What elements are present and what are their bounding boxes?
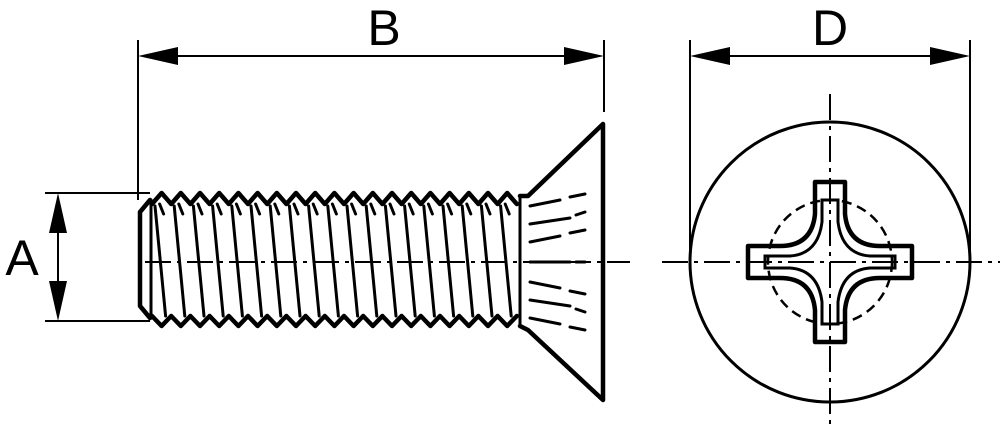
recess-hidden-dash [568, 228, 587, 235]
dimension-a-label: A [5, 230, 39, 286]
dimension-a-arrow-top [49, 193, 67, 233]
cross-recess-outline [745, 179, 915, 345]
dimension-a-arrow-bottom [49, 281, 67, 321]
countersunk-head-outline [517, 121, 606, 403]
thread-bottom-profile [149, 313, 520, 329]
recess-hidden-dash [528, 298, 572, 308]
recess-hidden-dash [528, 216, 572, 226]
recess-hidden-dash [528, 280, 562, 290]
screw-head-view [662, 94, 1000, 430]
recess-hidden-dash [574, 307, 587, 314]
dimension-b-label: B [367, 0, 400, 56]
dimension-d-arrow-right [930, 47, 970, 65]
screw-side-view [137, 121, 630, 403]
recess-hidden-dash [528, 234, 562, 244]
dimension-d-label: D [812, 0, 848, 56]
recess-hidden-dash [568, 289, 587, 296]
dimension-a: A [5, 192, 150, 322]
dimension-b-arrow-right [564, 47, 604, 65]
dimension-d-arrow-left [690, 47, 730, 65]
recess-hidden-dash [568, 192, 587, 199]
recess-hidden-dash [568, 325, 587, 332]
shank-end-outline [137, 197, 153, 321]
dimension-b: B [137, 0, 605, 200]
thread-crests [149, 190, 520, 329]
dimension-b-arrow-left [138, 47, 178, 65]
cross-recess-inner [763, 198, 897, 326]
thread-top-profile [149, 190, 520, 207]
recess-hidden-dash [528, 198, 562, 208]
recess-hidden-dash [528, 316, 562, 326]
recess-hidden-dash [574, 210, 587, 217]
dimension-d: D [689, 0, 971, 255]
thread-helix-lines [153, 202, 513, 318]
